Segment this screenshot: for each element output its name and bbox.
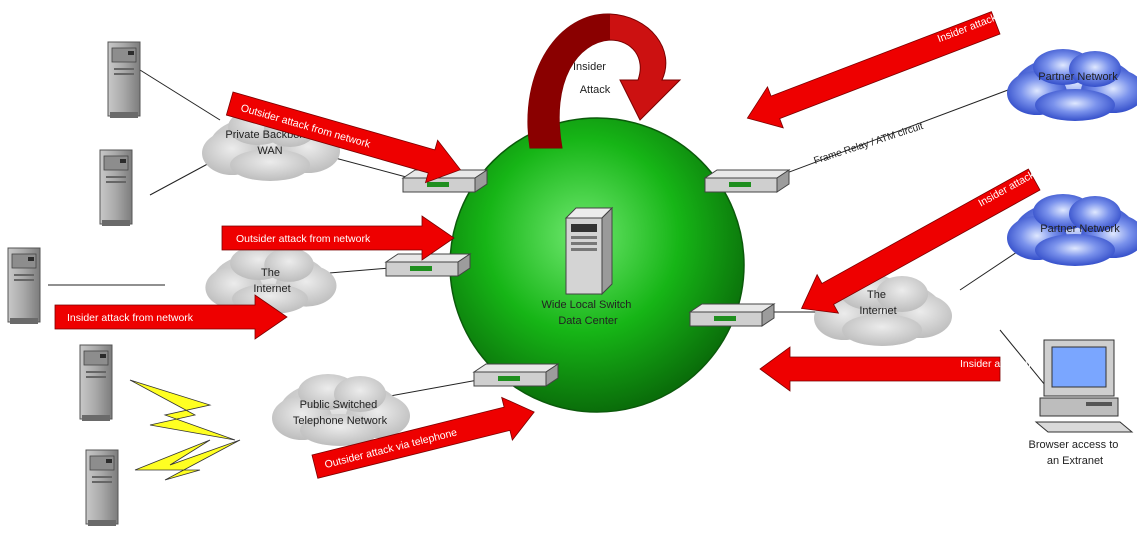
partner-network-top-cloud bbox=[1007, 49, 1137, 121]
internet-left-cloud bbox=[205, 246, 336, 314]
attack-arrow-5-text: Insider attack from network bbox=[936, 0, 1059, 45]
lightning-bolt-bottom-icon bbox=[135, 440, 240, 480]
insider-loop-label: Insider Attack bbox=[573, 61, 611, 96]
router-internet-right bbox=[690, 304, 774, 326]
router-pstn bbox=[474, 364, 558, 386]
router-partner bbox=[705, 170, 789, 192]
partner-network-top-label: Partner Network bbox=[1038, 71, 1118, 83]
pstn-line1: Public Switched bbox=[300, 399, 378, 411]
tower-pc-4 bbox=[80, 345, 112, 421]
browser-line2: an Extranet bbox=[1047, 455, 1103, 467]
backbone-wan-line2: WAN bbox=[257, 145, 282, 157]
attack-arrow-2-text: Outsider attack from network bbox=[236, 233, 371, 245]
insider-loop-line2: Attack bbox=[580, 84, 611, 96]
data-center-line2: Data Center bbox=[558, 315, 618, 327]
pstn-line2: Telephone Network bbox=[293, 415, 388, 427]
data-center-line1: Wide Local Switch bbox=[542, 299, 632, 311]
tower-pc-3 bbox=[8, 248, 40, 324]
attack-arrow-3-text: Insider attack from network bbox=[67, 312, 194, 324]
attack-arrow-5: Insider attack from network bbox=[739, 0, 1065, 139]
browser-line1: Browser access to bbox=[1029, 439, 1119, 451]
tower-pc-2 bbox=[100, 150, 132, 226]
browser-label: Browser access to an Extranet bbox=[1029, 439, 1122, 467]
lightning-bolt-top-icon bbox=[130, 380, 235, 440]
tower-pc-5 bbox=[86, 450, 118, 526]
data-center-server bbox=[566, 208, 612, 294]
partner-link-text: Frame Relay / ATM circuit bbox=[813, 121, 925, 167]
tower-pc-1 bbox=[108, 42, 140, 118]
router-internet-left bbox=[386, 254, 470, 276]
partner-network-mid-label: Partner Network bbox=[1040, 223, 1120, 235]
attack-arrow-7: Insider attack from network bbox=[760, 347, 1087, 391]
insider-loop-line1: Insider bbox=[573, 61, 606, 73]
browser-computer bbox=[1036, 340, 1132, 432]
internet-right-line1: The bbox=[867, 289, 886, 301]
internet-right-line2: Internet bbox=[859, 305, 896, 317]
internet-left-line2: Internet bbox=[253, 283, 290, 295]
internet-left-line1: The bbox=[261, 267, 280, 279]
